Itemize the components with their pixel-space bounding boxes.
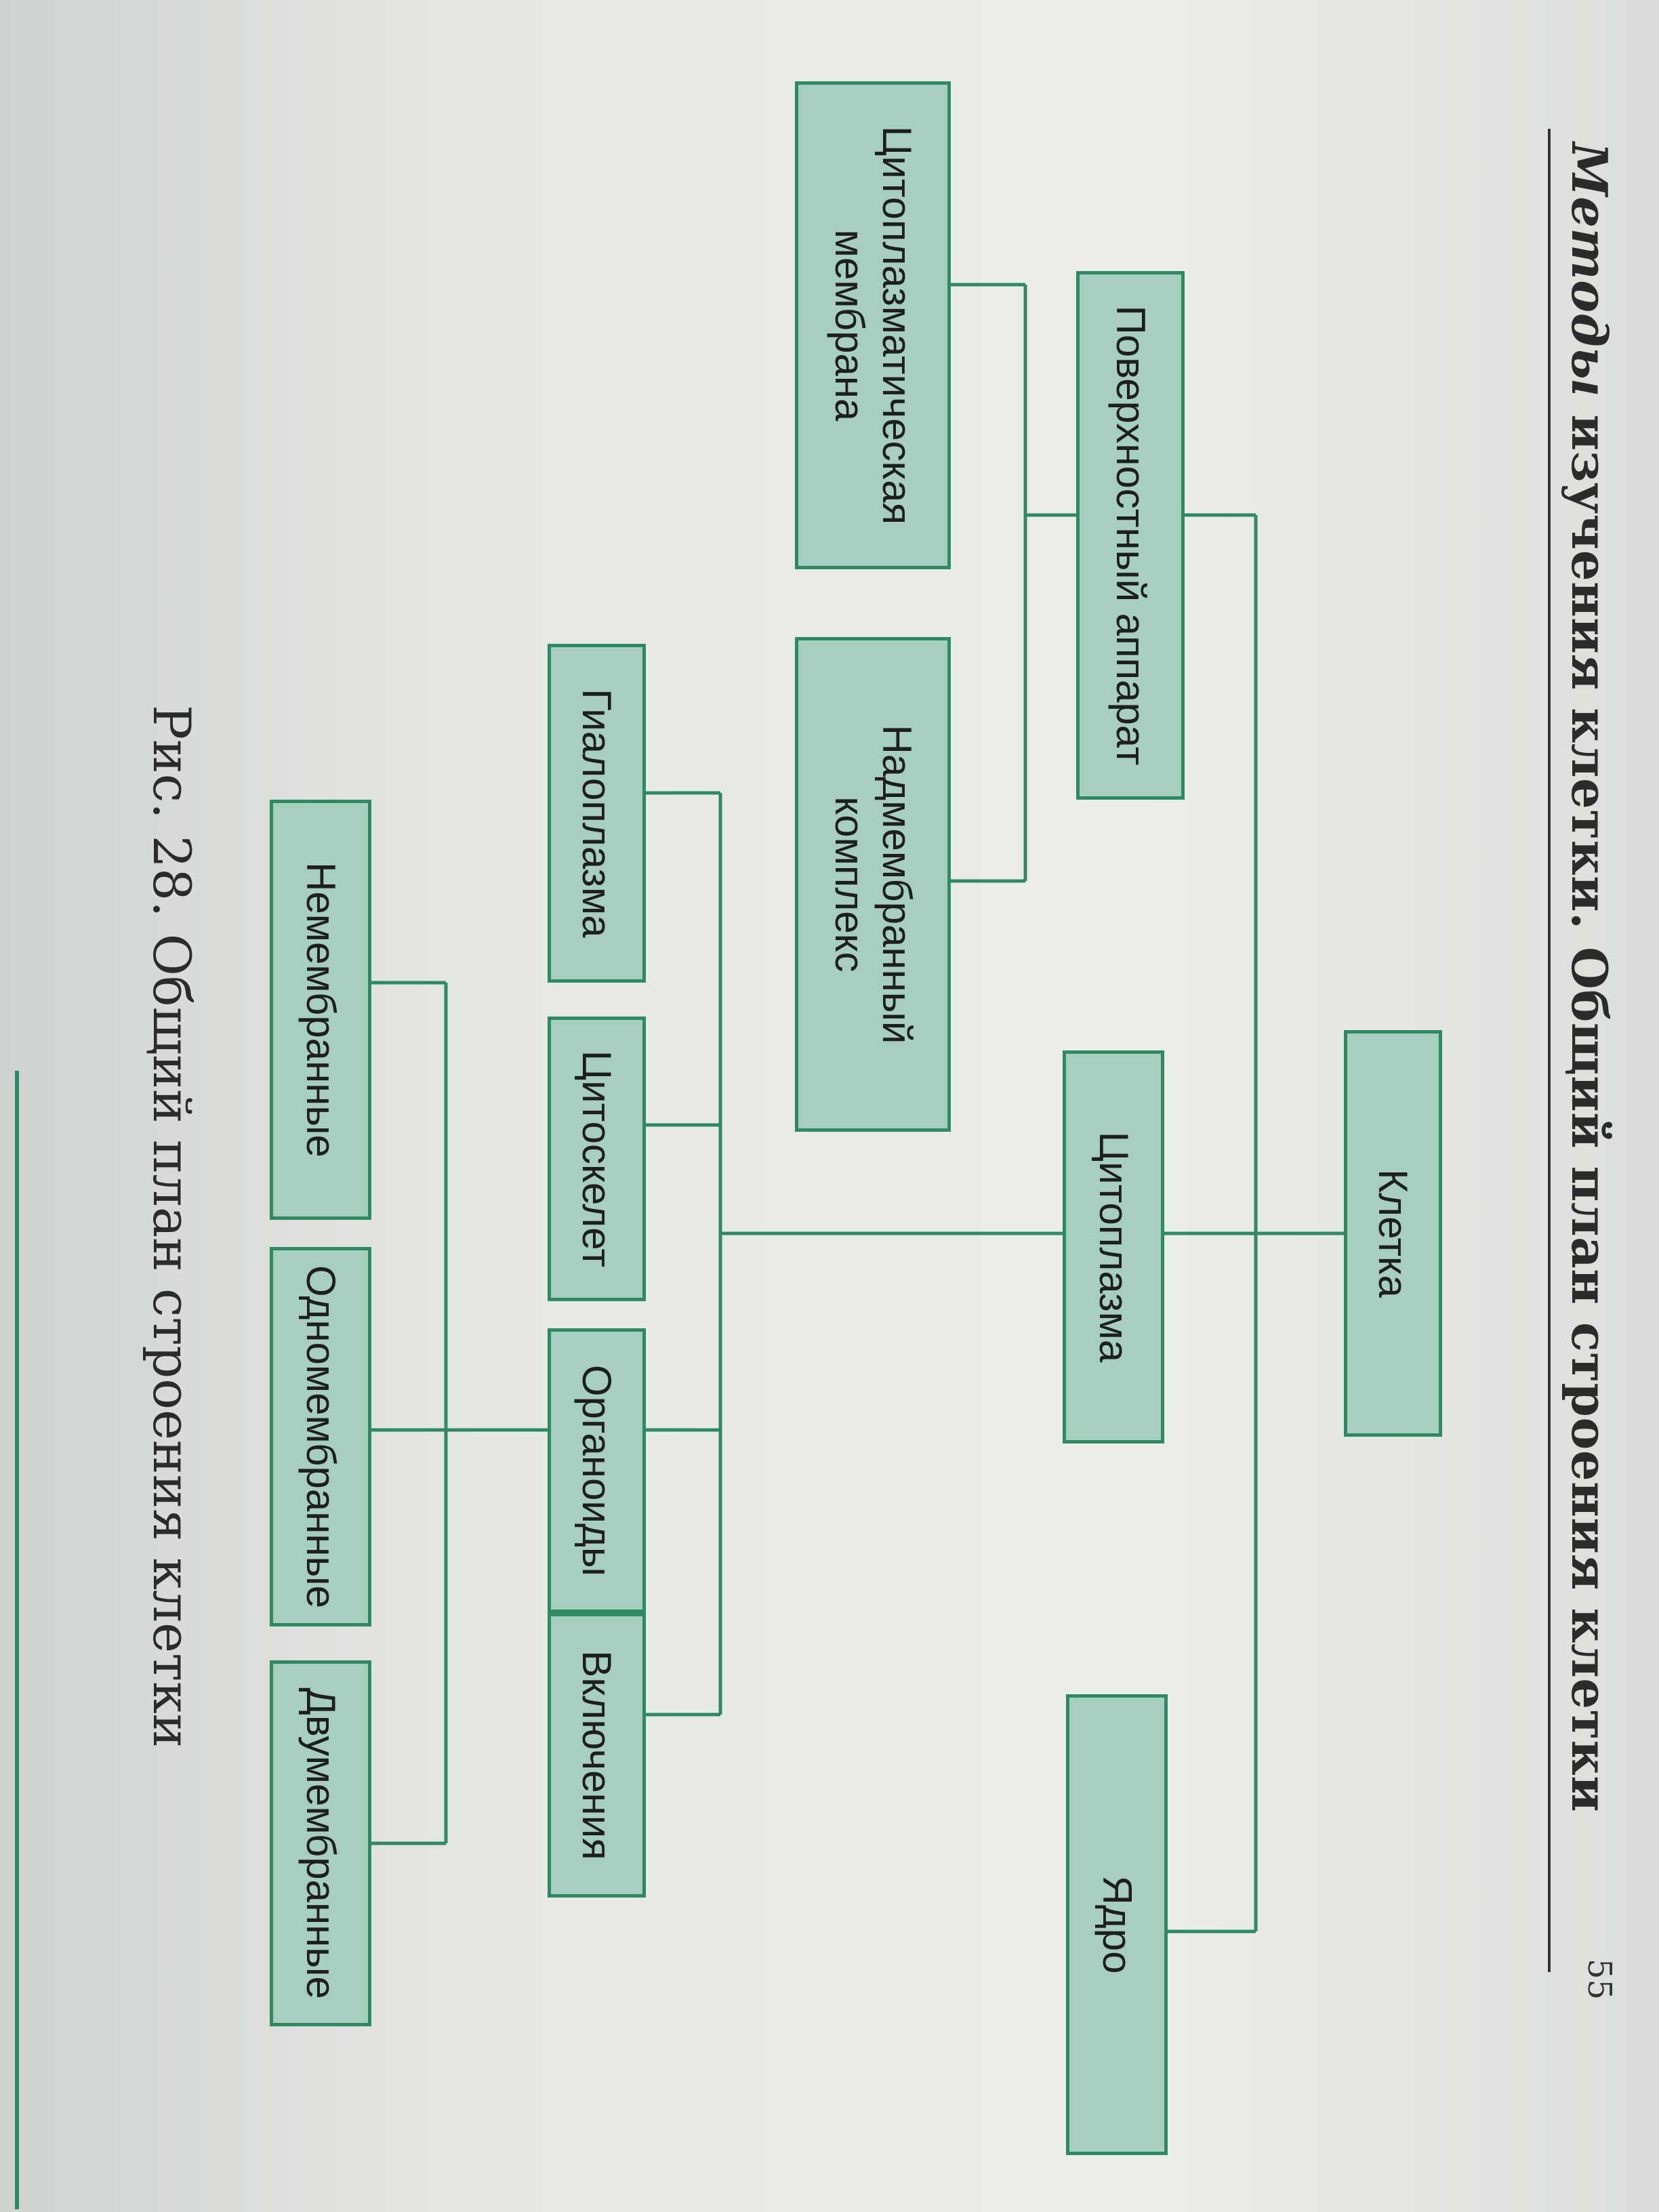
node-supramembrane-complex: Надмембранный комплекс [795,637,951,1132]
node-plasma-membrane: Цитоплазматическая мембрана [795,81,951,569]
node-nucleus: Ядро [1066,1694,1168,2155]
node-organoids: Органоиды [548,1328,646,1613]
figure-caption: Рис. 28. Общий план строения клетки [142,705,202,1748]
node-hyaloplasm: Гиалоплазма [548,644,646,983]
node-surface-apparatus: Поверхностный аппарат [1076,271,1185,800]
node-cytoskeleton: Цитоскелет [548,1017,646,1301]
node-inclusions: Включения [548,1613,646,1898]
node-nonmembrane: Немембранные [270,800,371,1220]
node-onemembrane: Одномембранные [270,1247,371,1626]
node-cytoplasm: Цитоплазма [1063,1050,1164,1443]
green-rule [15,1071,19,2209]
node-cell: Клетка [1344,1030,1442,1437]
node-twomembrane: Двумембранные [270,1660,371,2026]
